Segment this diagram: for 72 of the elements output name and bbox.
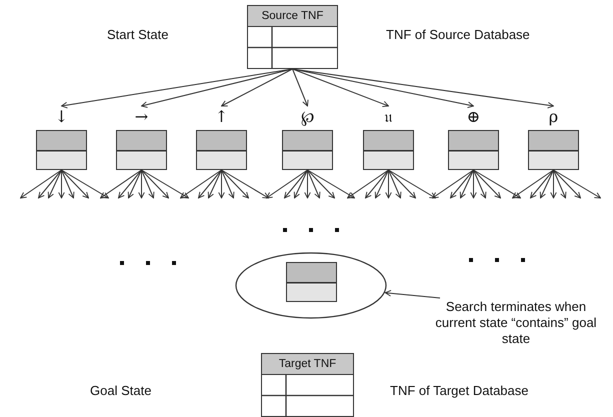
branch-arrow xyxy=(61,170,109,198)
branch-arrow xyxy=(473,170,501,198)
table-header: Target TNF xyxy=(262,354,353,375)
state-caption: TNF of Target Database xyxy=(390,383,528,399)
branch-arrow xyxy=(550,170,557,198)
branch-arrow xyxy=(141,170,154,198)
branch-arrow xyxy=(138,170,145,198)
branch-arrow xyxy=(365,170,389,198)
branch-arrow xyxy=(304,170,311,198)
operator-symbol: → xyxy=(134,106,150,128)
branch-arrow xyxy=(388,170,402,198)
branch-arrow xyxy=(307,170,355,198)
branch-arrow xyxy=(553,170,601,198)
branch-arrow xyxy=(58,170,65,198)
branch-arrow xyxy=(218,170,225,198)
branch-arrow xyxy=(221,170,249,198)
branch-arrow xyxy=(38,170,62,198)
ellipse xyxy=(235,252,387,319)
branch-arrow xyxy=(553,170,581,198)
branch-arrow xyxy=(48,170,62,198)
operator-symbol: ρ xyxy=(548,106,560,128)
branch-arrow xyxy=(307,170,320,198)
branch-arrow xyxy=(473,170,521,198)
branch-arrow xyxy=(374,170,389,198)
branch-arrow xyxy=(198,170,222,198)
operator-symbol: ↓ xyxy=(54,106,70,128)
branch-arrow xyxy=(450,170,474,198)
state-caption: Goal State xyxy=(90,383,152,399)
tnf-table xyxy=(247,5,338,69)
branch-arrow xyxy=(20,170,62,198)
branch-arrow xyxy=(221,170,234,198)
operator-symbol: 𝔲 xyxy=(384,106,394,128)
state-caption: Start State xyxy=(107,27,168,43)
table-header: Source TNF xyxy=(248,6,337,27)
state-caption: TNF of Source Database xyxy=(386,27,530,43)
tnf-table xyxy=(261,353,354,417)
branch-arrow xyxy=(61,170,74,198)
branch-arrow xyxy=(307,170,335,198)
branch-arrow xyxy=(540,170,554,198)
branch-arrow xyxy=(100,170,142,198)
branch-arrow xyxy=(432,170,474,198)
branch-arrow xyxy=(530,170,554,198)
operator-symbol: ⊕ xyxy=(466,106,482,128)
annotation-text: Search terminates when current state “contains” goal state xyxy=(434,299,598,347)
branch-arrow xyxy=(266,170,308,198)
leader-line xyxy=(384,290,440,298)
branch-arrow xyxy=(347,170,389,198)
branch-arrow xyxy=(388,170,416,198)
arrow xyxy=(221,68,293,106)
branch-arrow xyxy=(141,170,169,198)
branch-arrow xyxy=(284,170,308,198)
operator-symbol: ↑ xyxy=(214,106,230,128)
branch-arrow xyxy=(460,170,474,198)
branch-arrow xyxy=(473,170,486,198)
branch-arrow xyxy=(388,170,436,198)
branch-arrow xyxy=(385,170,392,198)
branch-arrow xyxy=(180,170,222,198)
arrow xyxy=(292,68,308,106)
arrow xyxy=(141,68,293,108)
branch-arrow xyxy=(221,170,269,198)
branch-arrow xyxy=(553,170,566,198)
state-box xyxy=(286,262,337,302)
branch-arrow xyxy=(61,170,89,198)
branch-arrow xyxy=(128,170,142,198)
branch-arrow xyxy=(141,170,189,198)
branch-arrow xyxy=(512,170,554,198)
branch-arrow xyxy=(208,170,222,198)
branch-arrow xyxy=(294,170,308,198)
arrow xyxy=(292,68,389,108)
branch-arrow xyxy=(118,170,142,198)
branch-arrow xyxy=(470,170,477,198)
operator-symbol: ℘ xyxy=(300,106,315,128)
